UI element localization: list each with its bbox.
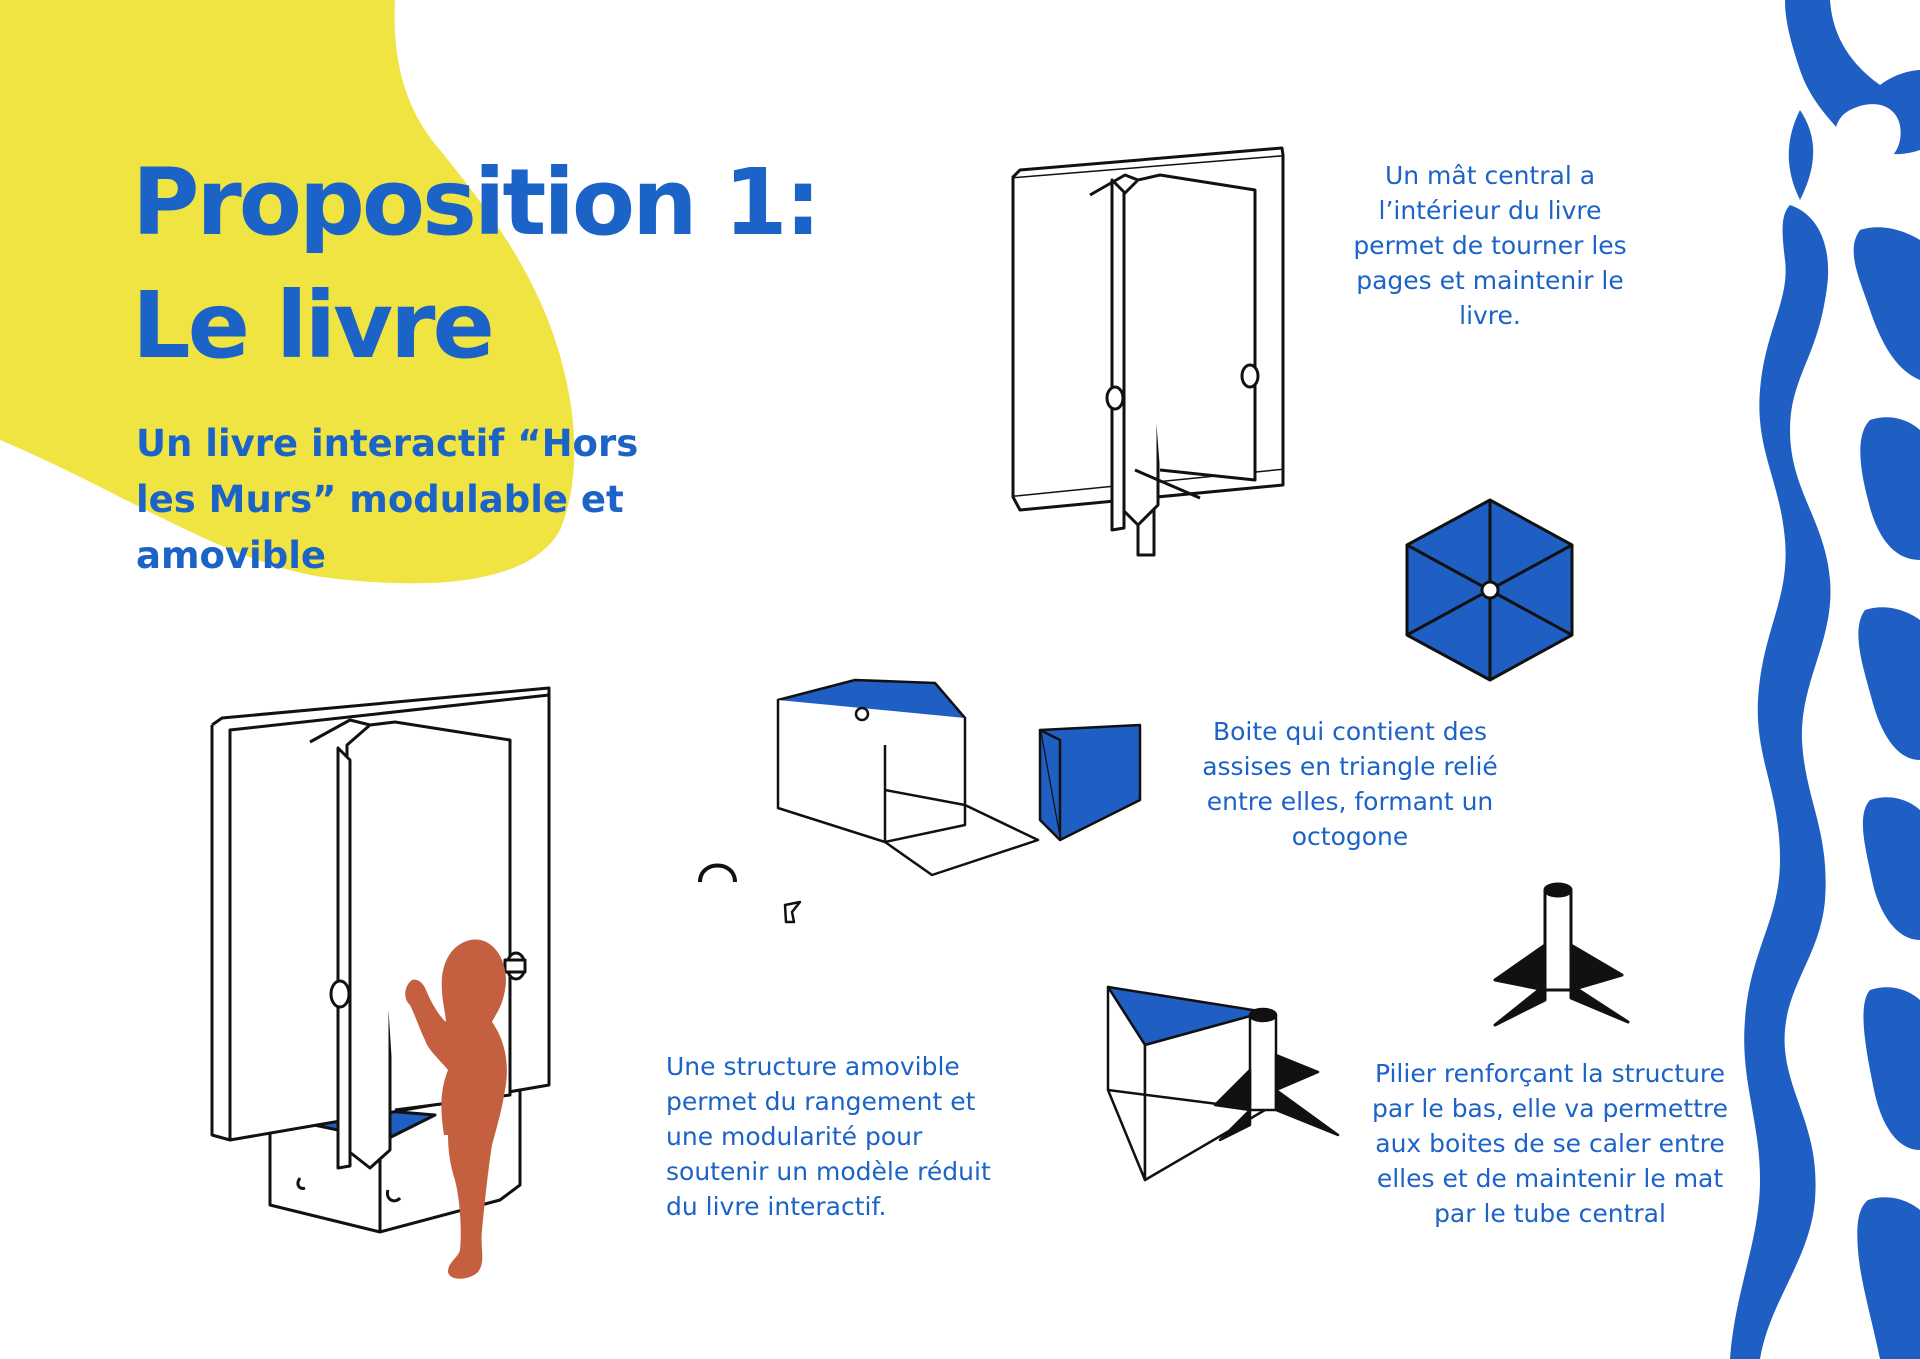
caption-storage-box: Boite qui contient des assises en triang… — [1202, 717, 1498, 851]
child-silhouette — [405, 939, 507, 1279]
page-title-line-2: Le livre — [132, 272, 495, 379]
caption-pillar: Pilier renforçant la structure par le ba… — [1372, 1059, 1728, 1228]
caption-removable-structure: Une structure amovible permet du rangeme… — [666, 1052, 991, 1221]
page-subtitle: Un livre interactif “Hors les Murs” modu… — [136, 422, 639, 577]
caption-central-mast: Un mât central a l’intérieur du livre pe… — [1353, 161, 1627, 330]
page-title: Proposition 1: — [132, 149, 821, 256]
